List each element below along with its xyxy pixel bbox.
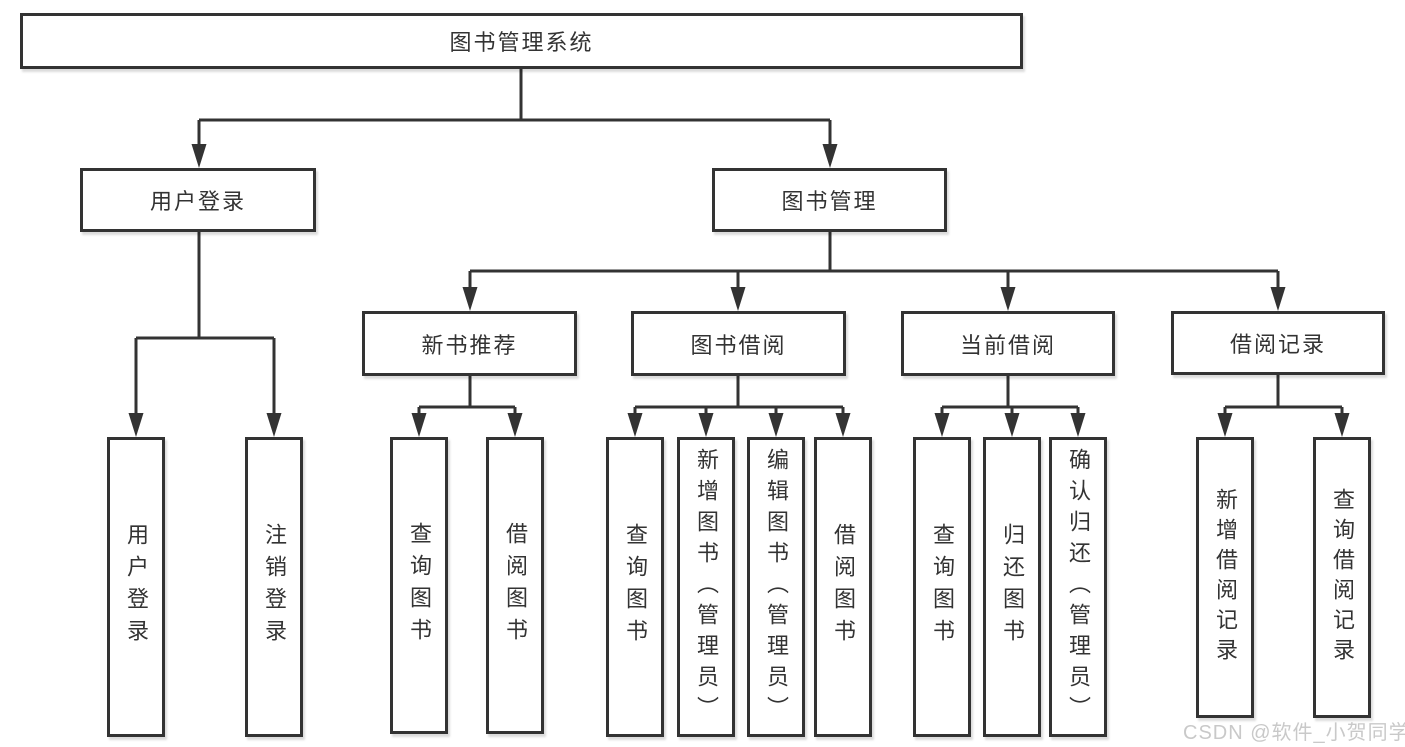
node-new-book-recommend: 新书推荐 <box>362 311 577 376</box>
arrow-down-icon <box>191 144 207 168</box>
arrow-down-icon <box>411 413 427 437</box>
node-label: 图书管理系统 <box>449 30 594 55</box>
leaf-user-login: 用户登录 <box>107 437 165 737</box>
connector-mgmt-to-level2 <box>462 232 1286 311</box>
connector-login-to-leaves <box>128 232 282 437</box>
connector-root-to-level1 <box>191 69 838 168</box>
node-label: 用户登录 <box>124 523 149 651</box>
connector-records-to-leaves <box>1217 375 1350 437</box>
node-label: 查询图书 <box>407 521 432 650</box>
arrow-down-icon <box>1004 413 1020 437</box>
node-label: 新增借阅记录 <box>1213 487 1238 668</box>
arrow-down-icon <box>1270 287 1286 311</box>
arrow-down-icon <box>822 144 838 168</box>
leaf-borrow-books: 借阅图书 <box>814 437 872 737</box>
leaf-query-books: 查询图书 <box>606 437 664 737</box>
node-label: 借阅图书 <box>831 523 856 651</box>
connector-borrowing-to-leaves <box>627 376 851 437</box>
arrow-down-icon <box>507 413 523 437</box>
arrow-down-icon <box>835 413 851 437</box>
connector-current-to-leaves <box>934 376 1086 437</box>
leaf-borrow-books: 借阅图书 <box>486 437 544 734</box>
leaf-return-books: 归还图书 <box>983 437 1041 737</box>
node-book-management: 图书管理 <box>712 168 947 232</box>
node-label: 图书管理 <box>781 189 878 214</box>
leaf-logout: 注销登录 <box>245 437 303 737</box>
node-label: 借阅记录 <box>1229 332 1326 357</box>
node-label: 查询图书 <box>930 523 955 651</box>
node-label: 编辑图书（管理员） <box>764 447 789 727</box>
node-library-management-system: 图书管理系统 <box>20 13 1023 69</box>
arrow-down-icon <box>627 413 643 437</box>
node-book-borrowing: 图书借阅 <box>631 311 846 376</box>
connector-recommend-to-leaves <box>411 376 523 437</box>
node-label: 归还图书 <box>1000 523 1025 651</box>
leaf-edit-book-admin: 编辑图书（管理员） <box>747 437 805 737</box>
leaf-add-borrow-record: 新增借阅记录 <box>1196 437 1254 718</box>
arrow-down-icon <box>730 287 746 311</box>
arrow-down-icon <box>934 413 950 437</box>
arrow-down-icon <box>1217 413 1233 437</box>
node-label: 新增图书（管理员） <box>694 447 719 727</box>
node-label: 注销登录 <box>262 523 287 651</box>
node-label: 查询借阅记录 <box>1330 487 1355 668</box>
node-label: 图书借阅 <box>690 332 787 358</box>
node-label: 借阅图书 <box>503 521 528 650</box>
leaf-query-borrow-record: 查询借阅记录 <box>1313 437 1371 718</box>
arrow-down-icon <box>1070 413 1086 437</box>
arrow-down-icon <box>1334 413 1350 437</box>
node-label: 确认归还（管理员） <box>1066 447 1091 727</box>
node-label: 用户登录 <box>149 189 246 214</box>
node-label: 新书推荐 <box>421 332 518 358</box>
arrow-down-icon <box>462 287 478 311</box>
node-borrowing-records: 借阅记录 <box>1171 311 1385 375</box>
node-label: 查询图书 <box>623 523 648 651</box>
leaf-confirm-return-admin: 确认归还（管理员） <box>1049 437 1107 737</box>
node-user-login: 用户登录 <box>80 168 316 232</box>
node-label: 当前借阅 <box>959 332 1056 358</box>
leaf-add-book-admin: 新增图书（管理员） <box>677 437 735 737</box>
arrow-down-icon <box>1000 287 1016 311</box>
arrow-down-icon <box>266 413 282 437</box>
leaf-query-books: 查询图书 <box>913 437 971 737</box>
arrow-down-icon <box>698 413 714 437</box>
arrow-down-icon <box>128 413 144 437</box>
leaf-query-books: 查询图书 <box>390 437 448 734</box>
arrow-down-icon <box>768 413 784 437</box>
csdn-watermark: CSDN @软件_小贺同学 <box>1183 722 1405 744</box>
node-current-borrowing: 当前借阅 <box>901 311 1115 376</box>
